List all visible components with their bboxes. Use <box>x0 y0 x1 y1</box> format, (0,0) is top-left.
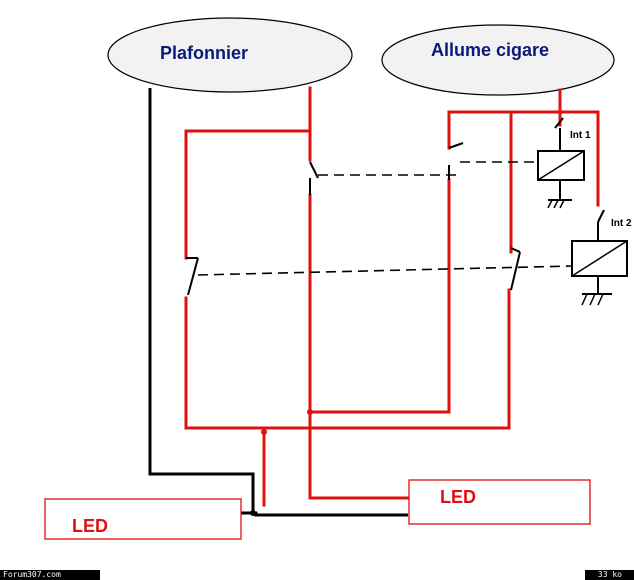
relay-int1 <box>537 128 585 209</box>
allume-cigare-label: Allume cigare <box>431 40 549 60</box>
led-left-label: LED <box>72 516 108 536</box>
allume-cigare-ellipse <box>381 24 615 96</box>
relay-int2 <box>571 222 628 306</box>
led-right-box <box>408 479 591 525</box>
junction-dots <box>250 409 313 516</box>
int1-label: Int 1 <box>570 130 591 141</box>
plafonnier-ellipse <box>107 17 353 93</box>
footer-site: Forum307.com <box>0 570 100 580</box>
switch-contacts <box>186 117 605 296</box>
relay-links <box>197 161 573 276</box>
int2-label: Int 2 <box>611 218 632 229</box>
black-wires <box>148 88 408 517</box>
led-left-box <box>44 498 242 540</box>
plafonnier-label: Plafonnier <box>160 43 248 63</box>
footer-size: 33 ko <box>585 570 634 580</box>
led-right-label: LED <box>440 487 476 507</box>
red-wires <box>184 86 600 507</box>
